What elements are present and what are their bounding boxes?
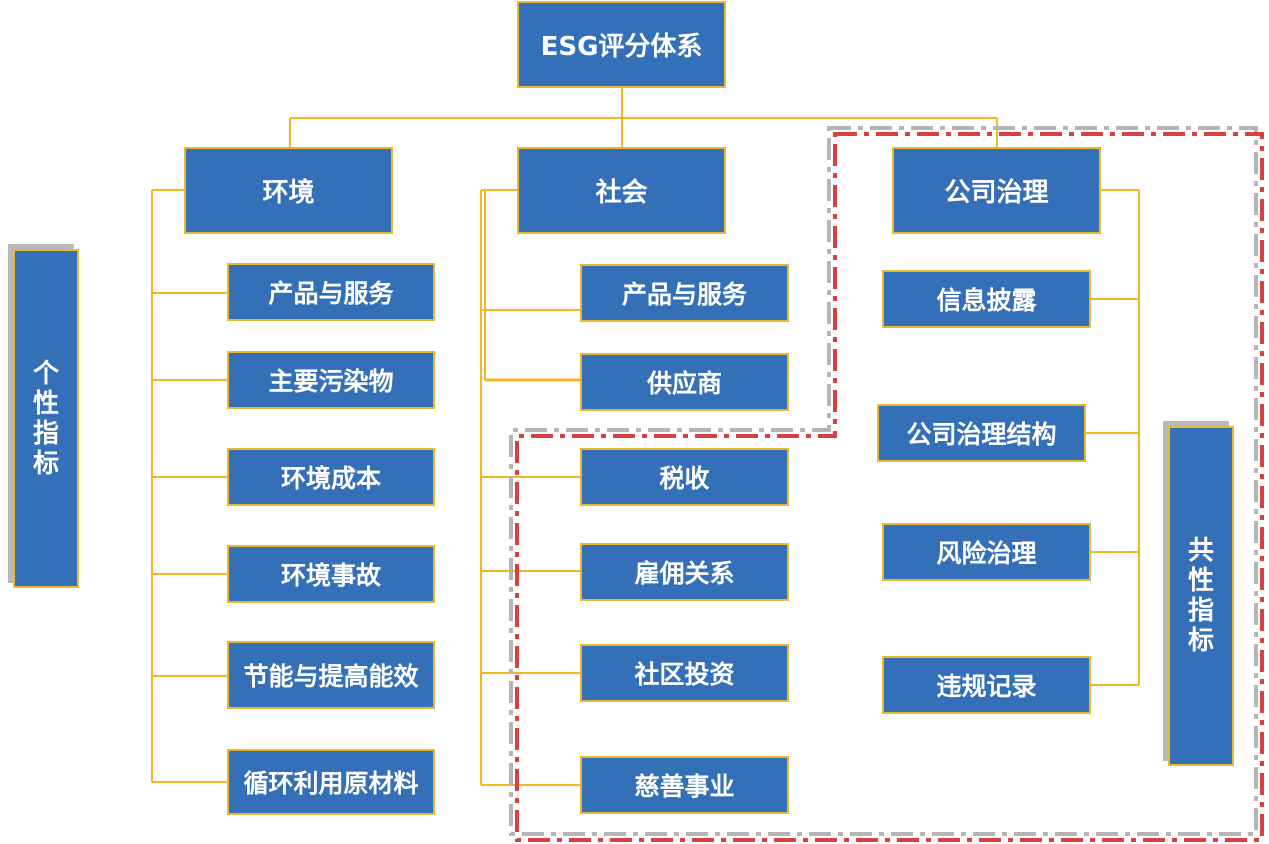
social-item: 税收: [580, 448, 789, 506]
social-item: 慈善事业: [580, 756, 789, 814]
root-node: ESG评分体系: [517, 1, 726, 88]
environment-node: 环境: [184, 147, 393, 234]
governance-item: 违规记录: [882, 656, 1091, 714]
environment-item: 产品与服务: [227, 263, 435, 321]
governance-item: 公司治理结构: [877, 404, 1086, 462]
environment-item: 环境成本: [227, 448, 435, 506]
vertical-label-char: 标: [1187, 626, 1214, 656]
common-indicators-label: 共性指标: [1168, 426, 1234, 766]
gray-dashed-region: [509, 126, 1258, 836]
social-node: 社会: [517, 147, 726, 234]
environment-item: 节能与提高能效: [227, 641, 435, 709]
governance-node: 公司治理: [892, 147, 1101, 234]
individual-indicators-label: 个性指标: [13, 249, 79, 588]
vertical-label-char: 指: [1187, 596, 1214, 626]
vertical-label-char: 性: [1187, 566, 1214, 596]
social-item: 雇佣关系: [580, 543, 789, 601]
vertical-label-char: 指: [32, 418, 59, 449]
social-item: 社区投资: [580, 644, 789, 702]
governance-item: 信息披露: [882, 270, 1091, 328]
environment-item: 循环利用原材料: [227, 749, 435, 815]
vertical-label-char: 个: [32, 358, 59, 389]
vertical-label-char: 性: [32, 388, 59, 419]
social-item: 产品与服务: [580, 264, 789, 322]
environment-item: 环境事故: [227, 545, 435, 603]
vertical-label-char: 标: [32, 448, 59, 479]
red-dashed-region: [515, 132, 1264, 842]
governance-item: 风险治理: [882, 523, 1091, 581]
environment-item: 主要污染物: [227, 351, 435, 409]
vertical-label-char: 共: [1187, 536, 1214, 566]
social-item: 供应商: [580, 353, 789, 411]
